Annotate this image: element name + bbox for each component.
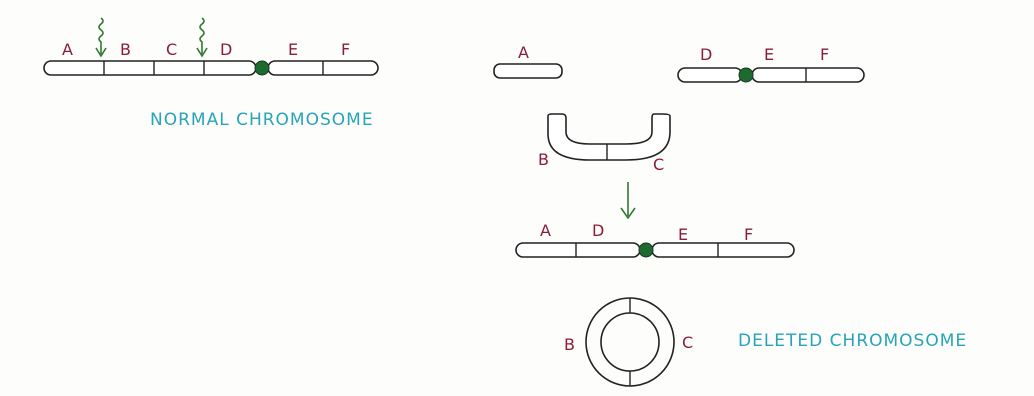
normal-chromosome-left-arm — [43, 60, 257, 76]
ring-inner — [600, 312, 660, 372]
fragment-a: A — [493, 43, 563, 79]
centromere — [254, 60, 270, 76]
segment-label-b: B — [120, 40, 131, 59]
break-arrow-icon-2 — [196, 17, 208, 58]
fragment-bc-label-c: C — [653, 155, 664, 174]
deleted-label-e: E — [678, 225, 688, 244]
deleted-label-a: A — [540, 221, 551, 240]
fragment-bc-bent: B C — [538, 113, 671, 174]
deleted-label-d: D — [592, 221, 604, 240]
fragment-def-right-arm — [751, 67, 865, 83]
deleted-chromosome-left-arm — [515, 242, 641, 258]
ring-fragment-bc: B C — [564, 297, 693, 387]
fragment-bc-label-b: B — [538, 150, 549, 169]
fragment-def: D E F — [677, 45, 865, 83]
fragment-def-label-f: F — [820, 45, 829, 64]
ring-label-b: B — [564, 335, 575, 354]
segment-label-f: F — [341, 40, 350, 59]
deleted-chromosome: A D E F — [515, 221, 795, 258]
segment-label-a: A — [62, 40, 73, 59]
segment-label-e: E — [288, 40, 298, 59]
ring-label-c: C — [682, 333, 693, 352]
deleted-chromosome-caption: DELETED CHROMOSOME — [738, 331, 967, 351]
segment-label-d: D — [220, 40, 232, 59]
break-arrow-icon-1 — [95, 17, 107, 58]
segment-label-c: C — [166, 40, 177, 59]
deleted-label-f: F — [744, 225, 753, 244]
fragment-a-label: A — [518, 43, 529, 62]
fragment-def-label-e: E — [764, 45, 774, 64]
fragment-def-left-arm — [677, 67, 743, 83]
normal-chromosome-caption: NORMAL CHROMOSOME — [150, 110, 374, 130]
deleted-chromosome-right-arm — [651, 242, 795, 258]
down-arrow-icon — [620, 182, 636, 220]
normal-chromosome: A B C D E F NORMAL CHROMOSOME — [43, 17, 379, 130]
fragment-def-centromere — [738, 67, 754, 83]
deleted-chromosome-centromere — [638, 242, 654, 258]
fragment-def-label-d: D — [700, 45, 712, 64]
